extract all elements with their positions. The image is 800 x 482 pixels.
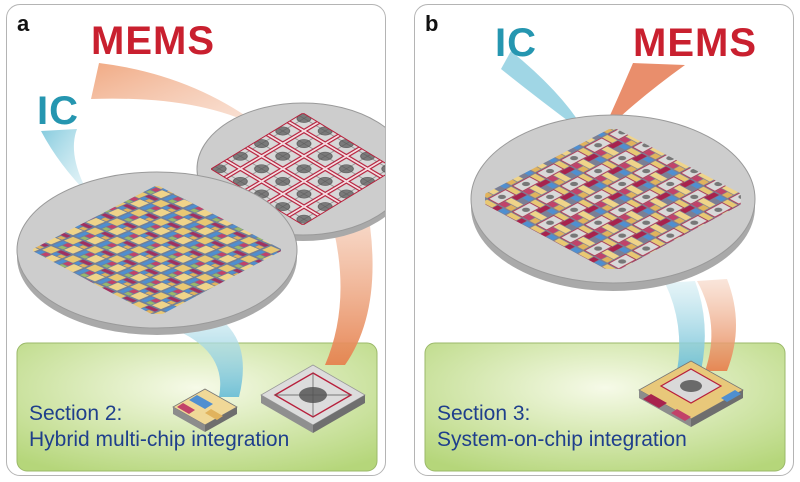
caption-section: Section 2: — [29, 402, 123, 425]
ic-label: IC — [495, 21, 537, 65]
caption-section: Section 3: — [437, 402, 531, 425]
mems-beam — [601, 63, 685, 135]
panel-letter: b — [425, 11, 439, 36]
ic-label: IC — [37, 89, 79, 133]
panel-b: b IC MEMS Section 3: System-on-chip inte… — [414, 4, 794, 476]
panel-a-illustration — [16, 63, 385, 472]
panel-letter: a — [17, 11, 30, 36]
mems-label: MEMS — [91, 19, 215, 63]
panel-caption: Section 2: Hybrid multi-chip integration — [29, 401, 289, 453]
ic-down-beam — [665, 281, 705, 371]
ic-chip — [172, 388, 238, 432]
caption-title: System-on-chip integration — [437, 428, 687, 451]
mems-beam — [91, 63, 269, 133]
soc-chip — [638, 360, 744, 427]
mems-label: MEMS — [633, 21, 757, 65]
mems-down-beam — [697, 279, 736, 371]
ic-wafer — [16, 171, 298, 335]
mems-chip — [260, 364, 366, 433]
ic-beam — [41, 129, 89, 195]
panel-b-illustration — [424, 51, 786, 472]
panel-caption: Section 3: System-on-chip integration — [437, 401, 687, 453]
panel-a: a MEMS IC Section 2: Hybrid multi-chip i… — [6, 4, 386, 476]
ic-beam — [501, 51, 587, 135]
soc-wafer — [470, 114, 756, 291]
caption-title: Hybrid multi-chip integration — [29, 428, 290, 451]
